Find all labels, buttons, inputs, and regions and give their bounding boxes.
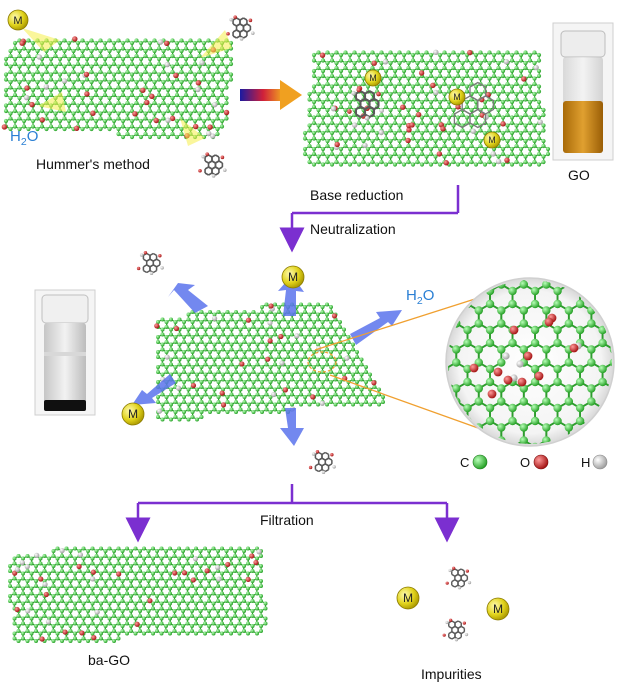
- zoom-guide-lines: [314, 297, 479, 429]
- metal-ion-icon: M: [281, 265, 305, 289]
- legend-carbon-atom: [472, 454, 488, 470]
- ba-go-vial-photo: [34, 289, 96, 416]
- ba-go-sheet: [8, 546, 268, 643]
- metal-ion-icon: M: [364, 69, 382, 87]
- metal-ion-icon: M: [483, 131, 501, 149]
- legend-hydrogen-atom: [592, 454, 608, 470]
- graphene-oxide-sheet-top-left: [1, 36, 234, 140]
- metal-ion-icon: M: [486, 597, 510, 621]
- legend-atoms: [472, 454, 608, 470]
- zoom-region-marker: [307, 351, 337, 373]
- neutralization-label: Neutralization: [310, 221, 396, 237]
- metal-ion-icon: M: [448, 88, 466, 106]
- filtration-connector: [125, 484, 460, 543]
- go-label: GO: [568, 167, 590, 183]
- filtration-label: Filtration: [260, 512, 314, 528]
- impurities-label: Impurities: [421, 666, 482, 682]
- go-vial-photo: [552, 22, 614, 161]
- ba-go-label: ba-GO: [88, 652, 131, 668]
- release-arrows: [132, 275, 402, 446]
- metal-ion-icon: M: [121, 402, 145, 426]
- base-reduction-label: Base reduction: [310, 187, 404, 203]
- legend-oxygen-label: O: [520, 455, 531, 470]
- pah-molecules: [136, 15, 495, 642]
- metal-ion-icon: M: [7, 9, 29, 31]
- metal-ion-icon: M: [396, 586, 420, 610]
- water-label-mid: H2O: [406, 287, 435, 307]
- base-reduction-connector: [279, 185, 460, 253]
- hummers-method-label: Hummer's method: [36, 156, 150, 172]
- metal-ions: M M M M M M M M: [7, 9, 510, 621]
- graphene-oxide-sheet-center: [154, 302, 385, 422]
- legend-hydrogen-label: H: [581, 455, 591, 470]
- graphene-oxide-sheet-top-right: [302, 49, 551, 167]
- reaction-highlights: [22, 28, 232, 146]
- water-label-top: H2O: [10, 128, 39, 148]
- process-arrow-gradient: [240, 80, 302, 110]
- legend-carbon-label: C: [460, 455, 470, 470]
- legend-oxygen-atom: [533, 454, 549, 470]
